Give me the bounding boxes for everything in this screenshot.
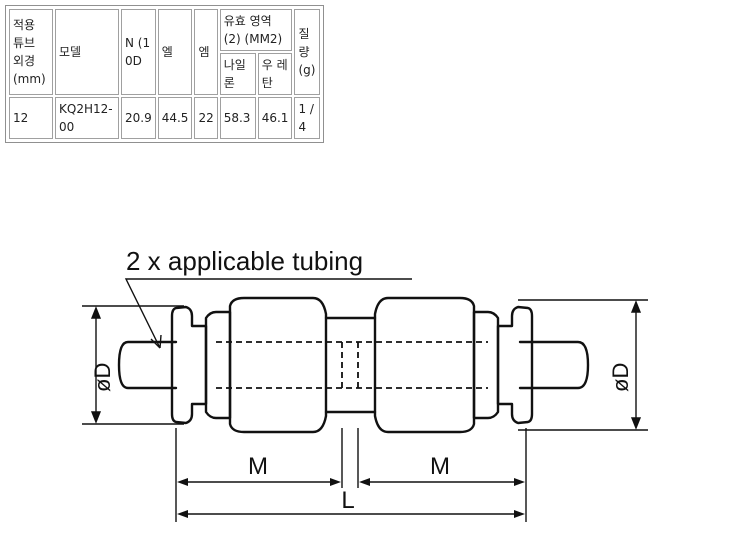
left-d-arrow-top	[90, 306, 102, 319]
left-tube	[117, 340, 178, 390]
m-left-arrow-left	[177, 478, 188, 486]
cell-weight: 1 / 4	[294, 97, 321, 139]
right-d-arrow-bottom	[630, 417, 642, 430]
callout-leader-line	[124, 278, 412, 349]
right-collet	[472, 310, 500, 420]
m-right-label: M	[430, 453, 450, 480]
header-model: 모델	[55, 9, 119, 95]
m-left-arrow-right	[330, 478, 341, 486]
cell-m: 22	[194, 97, 218, 139]
cell-tube-od: 12	[9, 97, 53, 139]
right-body	[373, 296, 476, 434]
spec-table: 적용 튜브 외경 (mm) 모델 N (1 0D 엘 엠 유효 영역 (2) (…	[7, 7, 322, 141]
header-nylon: 나일 론	[219, 53, 256, 95]
left-collet	[204, 310, 232, 420]
cell-l: 44.5	[157, 97, 193, 139]
header-m: 엠	[194, 9, 218, 95]
left-d-arrow-bottom	[90, 411, 102, 424]
callout-label: 2 x applicable tubing	[126, 246, 363, 276]
right-tube	[518, 340, 590, 390]
header-tube-od: 적용 튜브 외경 (mm)	[9, 9, 53, 95]
table-subheader-row: 나일 론 우 레 탄	[9, 53, 320, 95]
callout-arrow	[150, 334, 162, 349]
l-arrow-left	[177, 510, 188, 518]
cell-urethane: 46.1	[257, 97, 293, 139]
table-row: 12 KQ2H12-00 20.9 44.5 22 58.3 46.1 1 / …	[9, 97, 321, 139]
cell-model: KQ2H12-00	[55, 97, 119, 139]
left-d-label: øD	[90, 363, 115, 392]
cell-nylon: 58.3	[219, 97, 256, 139]
m-right-arrow-right	[514, 478, 525, 486]
center-neck	[324, 316, 377, 414]
left-release-collar	[170, 305, 208, 425]
header-weight: 질 량 (g)	[294, 9, 321, 95]
l-label: L	[341, 487, 354, 514]
left-body	[228, 296, 328, 434]
cell-n: 20.9	[121, 97, 156, 139]
l-arrow-right	[514, 510, 525, 518]
right-d-label: øD	[608, 363, 633, 392]
header-n: N (1 0D	[121, 9, 156, 95]
right-d-arrow-top	[630, 300, 642, 313]
right-release-collar	[496, 305, 534, 425]
table-header-row: 적용 튜브 외경 (mm) 모델 N (1 0D 엘 엠 유효 영역 (2) (…	[9, 9, 321, 95]
header-flow-area: 유효 영역 (2) (MM2)	[219, 9, 293, 51]
m-left-label: M	[248, 453, 268, 480]
header-l: 엘	[157, 9, 193, 95]
spec-table-frame: 적용 튜브 외경 (mm) 모델 N (1 0D 엘 엠 유효 영역 (2) (…	[5, 5, 325, 143]
header-urethane: 우 레 탄	[257, 53, 293, 95]
m-right-arrow-left	[359, 478, 370, 486]
